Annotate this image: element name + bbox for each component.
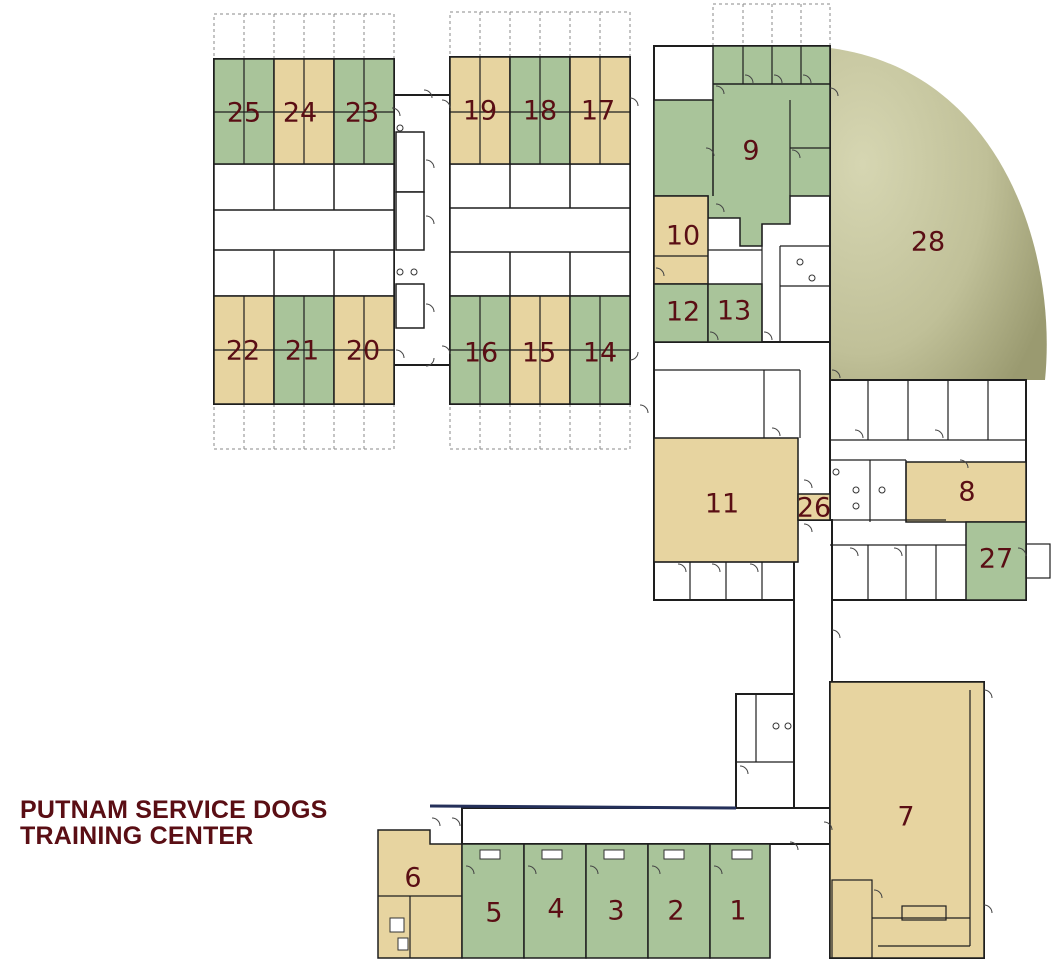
room-labels: 25 24 23 19 18 17 22 21 20 16 15 14 9 10… [226, 96, 1013, 929]
room-label-19: 19 [463, 96, 497, 127]
room-label-3: 3 [607, 896, 624, 927]
room-label-8: 8 [958, 477, 975, 508]
room-label-25: 25 [227, 98, 261, 129]
map-title-line-2: TRAINING CENTER [20, 822, 254, 850]
interior-walls [214, 57, 1051, 959]
door-swings [391, 74, 1027, 914]
room-4 [523, 843, 587, 959]
room-label-23: 23 [345, 98, 379, 129]
room-5 [461, 843, 525, 959]
room-label-26: 26 [797, 493, 831, 524]
room-label-4: 4 [547, 894, 564, 925]
room-label-15: 15 [522, 338, 556, 369]
room-label-13: 13 [717, 296, 751, 327]
room-label-22: 22 [226, 336, 260, 367]
room-label-2: 2 [667, 896, 684, 927]
fixtures [389, 124, 886, 951]
room-26 [797, 493, 831, 521]
room-label-24: 24 [283, 98, 317, 129]
room-label-27: 27 [979, 544, 1013, 575]
room-1 [709, 843, 771, 959]
room-label-7: 7 [897, 802, 914, 833]
room-label-17: 17 [581, 96, 615, 127]
room-label-20: 20 [346, 336, 380, 367]
room-label-28: 28 [911, 227, 945, 258]
room-label-5: 5 [485, 898, 502, 929]
room-7 [829, 681, 985, 959]
room-27 [965, 521, 1027, 601]
room-label-18: 18 [523, 96, 557, 127]
room-label-10: 10 [666, 221, 700, 252]
room-12 [653, 283, 709, 343]
room-label-16: 16 [464, 338, 498, 369]
room-label-9: 9 [742, 136, 759, 167]
room-label-14: 14 [583, 338, 617, 369]
room-label-12: 12 [666, 297, 700, 328]
map-title-line-1: PUTNAM SERVICE DOGS [20, 796, 328, 824]
yard-area [830, 48, 1047, 380]
room-6 [377, 829, 463, 959]
room-3 [585, 843, 649, 959]
room-11 [653, 437, 799, 563]
room-label-6: 6 [404, 863, 421, 894]
room-label-1: 1 [729, 896, 746, 927]
room-label-11: 11 [705, 489, 739, 520]
room-2 [647, 843, 711, 959]
room-label-21: 21 [285, 336, 319, 367]
